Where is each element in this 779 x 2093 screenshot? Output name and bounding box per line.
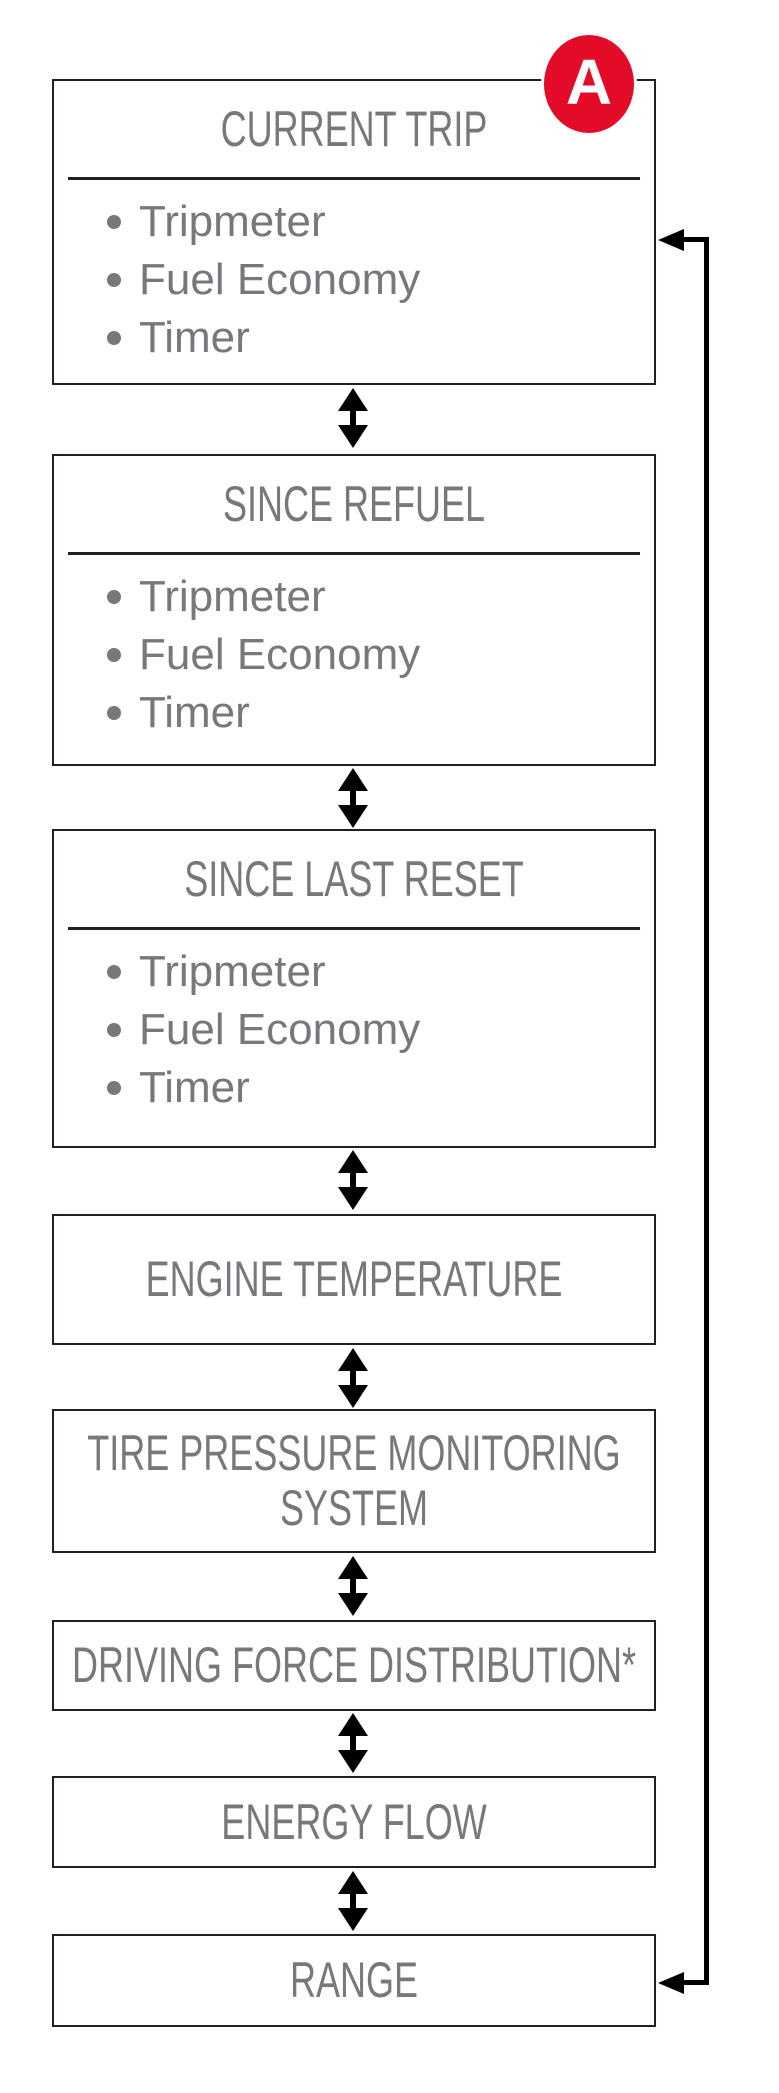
list-item: Timer bbox=[54, 309, 654, 367]
box-driving-force-distribution: DRIVING FORCE DISTRIBUTION* bbox=[52, 1620, 656, 1711]
box-engine-temperature: ENGINE TEMPERATURE bbox=[52, 1214, 656, 1345]
loop-line-vertical bbox=[704, 237, 709, 1985]
double-arrow-icon bbox=[338, 1150, 368, 1210]
box-range: RANGE bbox=[52, 1934, 656, 2027]
bullet-icon bbox=[107, 648, 121, 662]
list-item: Fuel Economy bbox=[54, 251, 654, 309]
box-since-refuel: SINCE REFUEL Tripmeter Fuel Economy Time… bbox=[52, 454, 656, 766]
bullet-icon bbox=[107, 590, 121, 604]
box-title: RANGE bbox=[289, 1952, 419, 2008]
list-item: Tripmeter bbox=[54, 568, 654, 626]
double-arrow-icon bbox=[338, 768, 368, 828]
box-title: TIRE PRESSURE MONITORING SYSTEM bbox=[87, 1425, 621, 1536]
loop-line-top bbox=[682, 237, 709, 242]
loop-line-bottom bbox=[682, 1980, 709, 1985]
box-title: CURRENT TRIP bbox=[220, 100, 488, 157]
item-list: Tripmeter Fuel Economy Timer bbox=[54, 943, 654, 1117]
list-item: Fuel Economy bbox=[54, 1001, 654, 1059]
list-item-label: Tripmeter bbox=[139, 572, 326, 621]
box-energy-flow: ENERGY FLOW bbox=[52, 1776, 656, 1868]
list-item-label: Timer bbox=[139, 1063, 250, 1112]
item-list: Tripmeter Fuel Economy Timer bbox=[54, 568, 654, 742]
bullet-icon bbox=[107, 706, 121, 720]
item-list: Tripmeter Fuel Economy Timer bbox=[54, 193, 654, 367]
box-title: ENERGY FLOW bbox=[221, 1793, 487, 1850]
box-title: SINCE REFUEL bbox=[222, 475, 486, 532]
bullet-icon bbox=[107, 1023, 121, 1037]
double-arrow-icon bbox=[338, 388, 368, 448]
list-item-label: Timer bbox=[139, 688, 250, 737]
callout-label: A bbox=[565, 46, 613, 118]
bullet-icon bbox=[107, 965, 121, 979]
double-arrow-icon bbox=[338, 1713, 368, 1773]
list-item-label: Fuel Economy bbox=[139, 255, 421, 304]
display-change-button-callout: A bbox=[541, 32, 637, 136]
bullet-icon bbox=[107, 331, 121, 345]
double-arrow-icon bbox=[338, 1348, 368, 1408]
box-title: DRIVING FORCE DISTRIBUTION* bbox=[71, 1637, 637, 1693]
arrowhead-into-current-trip-icon bbox=[658, 229, 684, 251]
box-tire-pressure-monitoring-system: TIRE PRESSURE MONITORING SYSTEM bbox=[52, 1409, 656, 1553]
list-item: Timer bbox=[54, 684, 654, 742]
list-item: Fuel Economy bbox=[54, 626, 654, 684]
box-since-last-reset: SINCE LAST RESET Tripmeter Fuel Economy … bbox=[52, 829, 656, 1148]
bullet-icon bbox=[107, 215, 121, 229]
bullet-icon bbox=[107, 273, 121, 287]
box-title: ENGINE TEMPERATURE bbox=[145, 1251, 563, 1307]
arrowhead-into-range-icon bbox=[658, 1972, 684, 1994]
list-item-label: Fuel Economy bbox=[139, 1005, 421, 1054]
list-item-label: Tripmeter bbox=[139, 197, 326, 246]
box-current-trip: CURRENT TRIP Tripmeter Fuel Economy Time… bbox=[52, 79, 656, 385]
title-divider bbox=[68, 177, 640, 180]
list-item-label: Timer bbox=[139, 313, 250, 362]
double-arrow-icon bbox=[338, 1556, 368, 1616]
list-item: Tripmeter bbox=[54, 943, 654, 1001]
double-arrow-icon bbox=[338, 1871, 368, 1931]
box-title: SINCE LAST RESET bbox=[184, 850, 524, 907]
title-divider bbox=[68, 927, 640, 930]
bullet-icon bbox=[107, 1081, 121, 1095]
list-item: Timer bbox=[54, 1059, 654, 1117]
list-item-label: Tripmeter bbox=[139, 947, 326, 996]
list-item: Tripmeter bbox=[54, 193, 654, 251]
list-item-label: Fuel Economy bbox=[139, 630, 421, 679]
title-divider bbox=[68, 552, 640, 555]
